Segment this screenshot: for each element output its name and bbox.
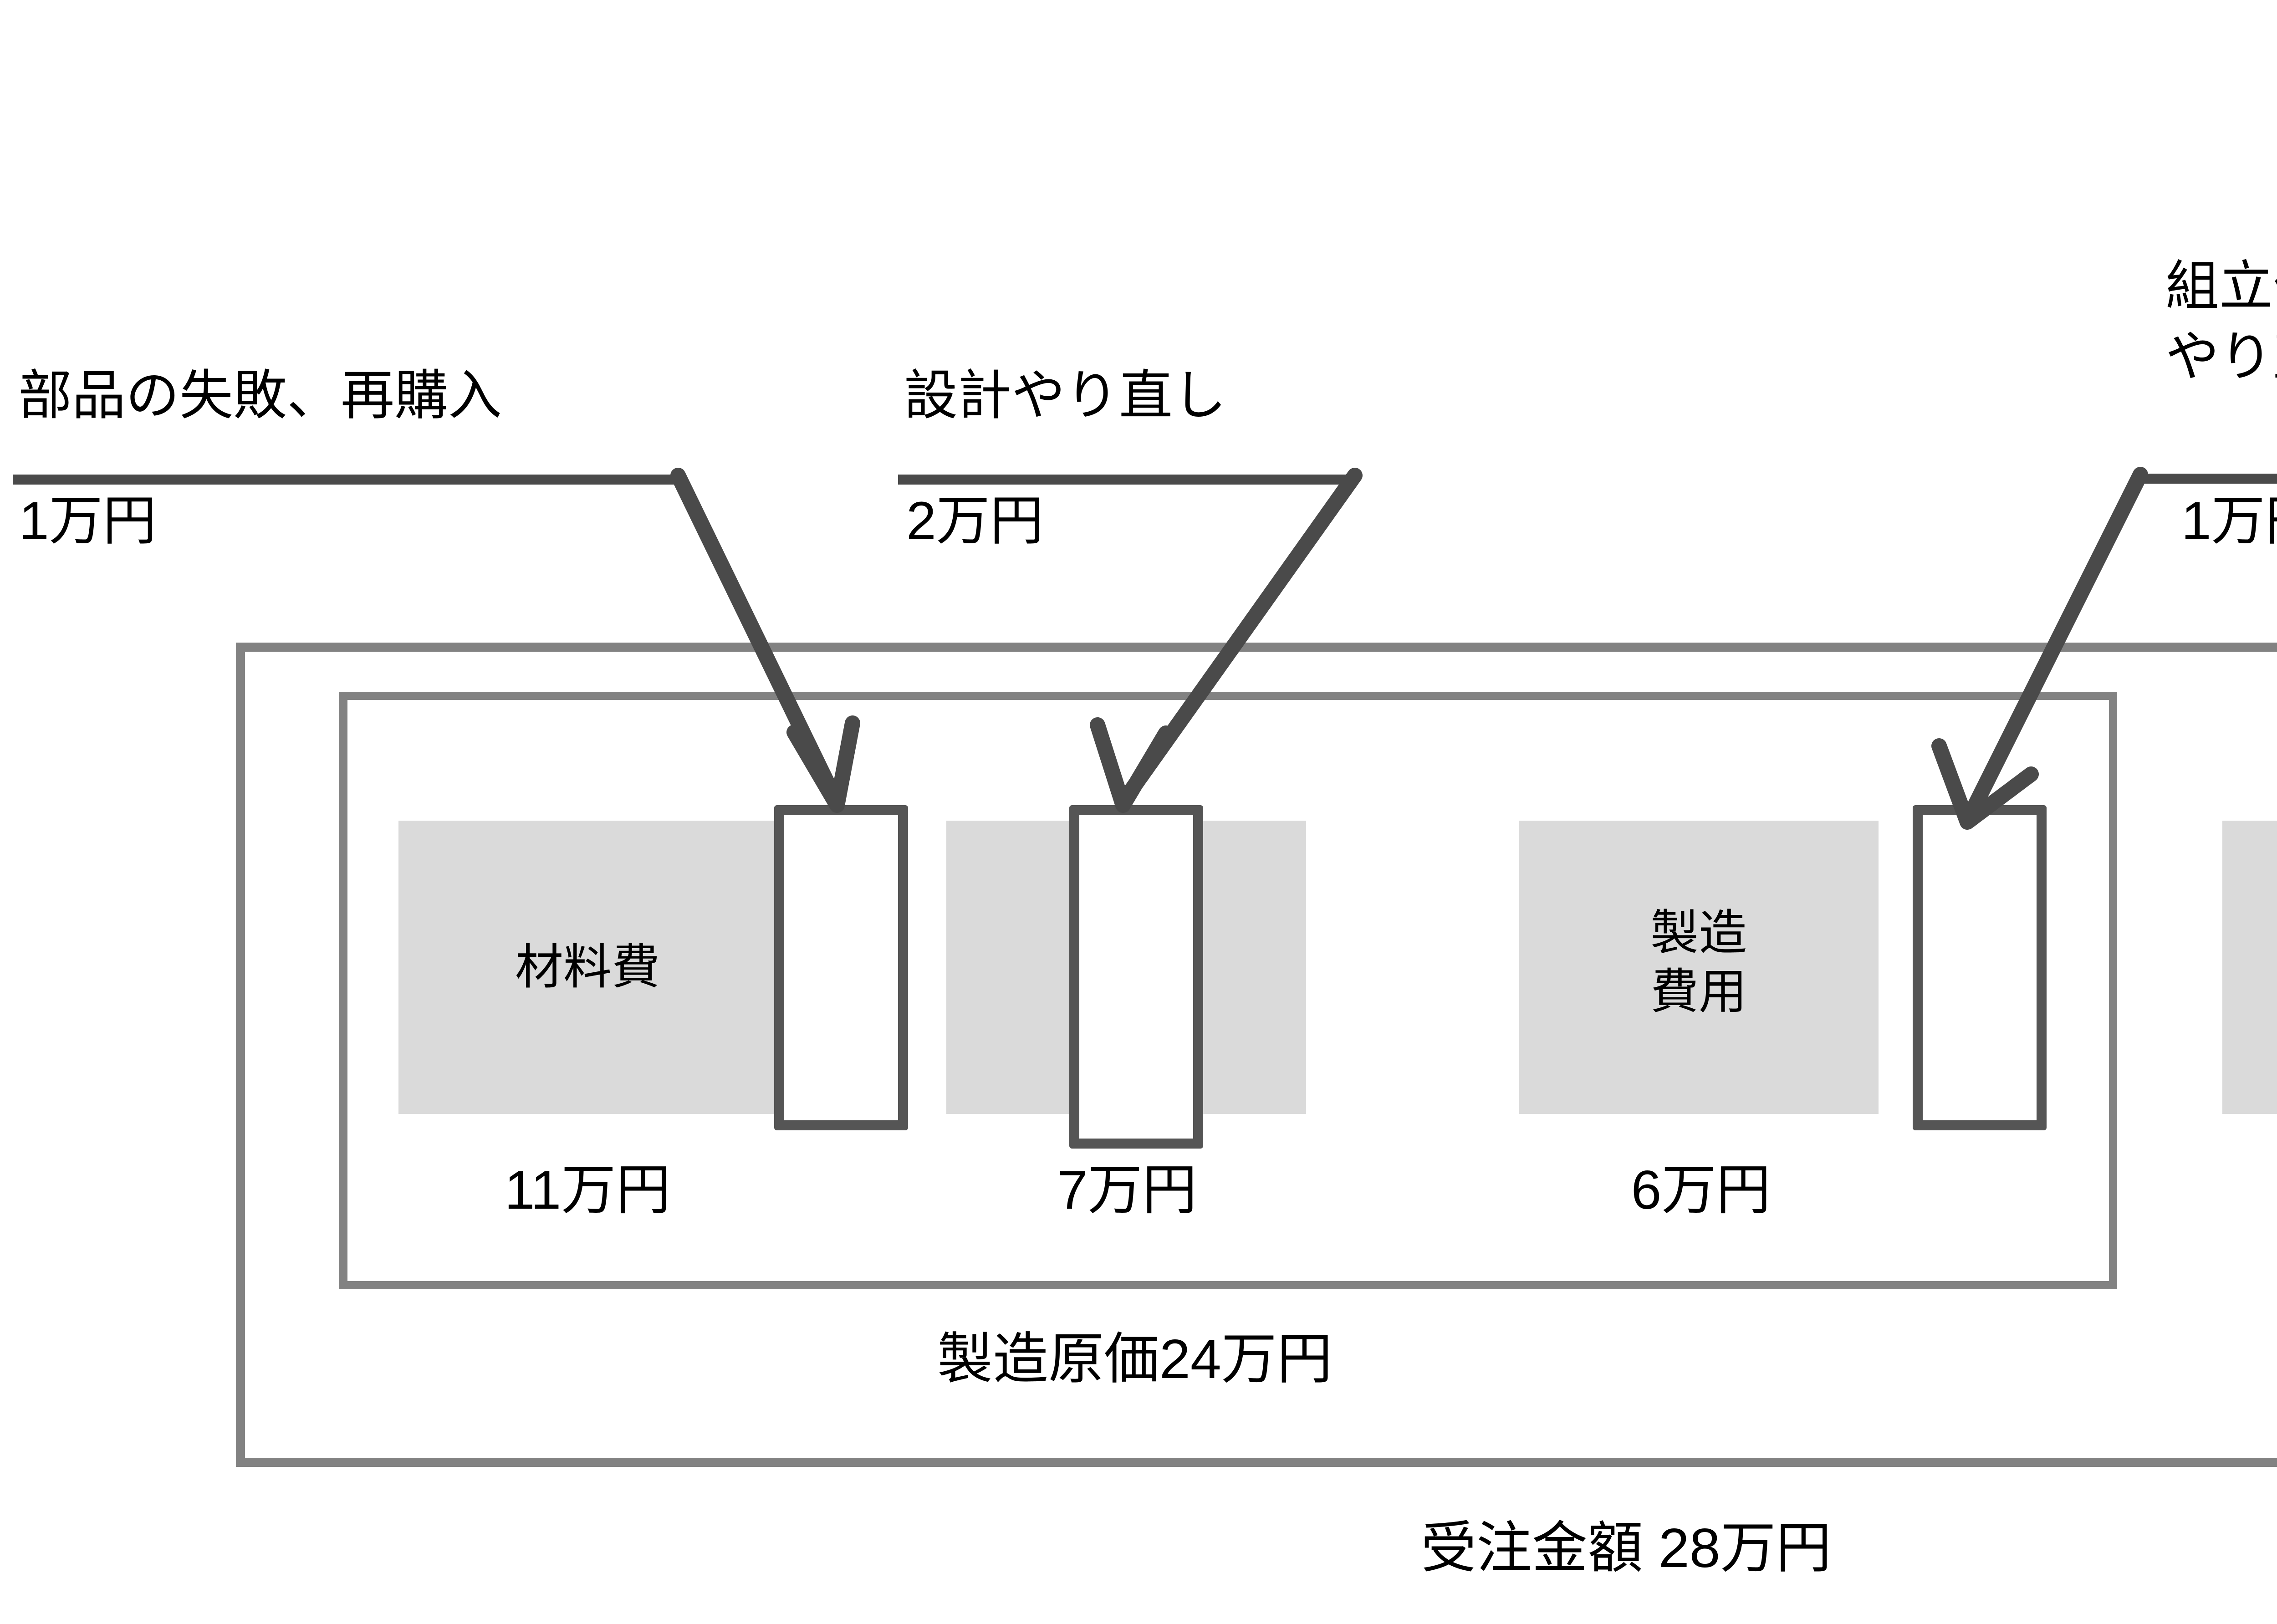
arrowhead-assembly-redo [1931, 738, 2039, 830]
annotation-assembly-redo-underline [2140, 474, 2277, 484]
manufacturing-cost-total: 製造原価24万円 [937, 1328, 1333, 1390]
leader-line-assembly-redo [1962, 467, 2148, 823]
bar-manufacture [1519, 821, 1879, 1114]
arrowhead-design-redo [1090, 717, 1174, 813]
annotation-parts-failure-label: 部品の失敗、再購入 [18, 366, 502, 426]
annotation-assembly-redo-label-line2: やり直し [2165, 327, 2277, 387]
bar-material [398, 821, 776, 1114]
bar-sga [2222, 821, 2277, 1114]
overrun-box-manufacture [1913, 805, 2047, 1130]
amount-manufacture: 6万円 [1631, 1159, 1771, 1221]
order-amount-total: 受注金額 28万円 [1421, 1517, 1832, 1579]
annotation-design-redo-label: 設計やり直し [904, 366, 1227, 426]
bar-label-manufacture-line1: 製造 費用 [1650, 906, 1747, 1019]
amount-design: 7万円 [1057, 1159, 1197, 1221]
amount-material: 11万円 [504, 1159, 671, 1221]
order-amount-outer-box [236, 643, 2277, 1467]
bar-label-manufacture: 製造 費用 [1519, 904, 1879, 1022]
annotation-design-redo-amount: 2万円 [906, 491, 1044, 551]
overrun-box-design [1069, 805, 1203, 1149]
annotation-design-redo-underline [898, 475, 1358, 485]
annotation-assembly-redo-amount: 1万円 [2181, 491, 2277, 551]
annotation-assembly-redo-label-line1: 組立作業 [2165, 256, 2277, 317]
annotation-parts-failure-underline [13, 475, 682, 485]
arrowhead-parts-failure [786, 715, 860, 813]
annotation-parts-failure-amount: 1万円 [19, 491, 157, 551]
bar-label-material: 材料費 [515, 940, 660, 994]
